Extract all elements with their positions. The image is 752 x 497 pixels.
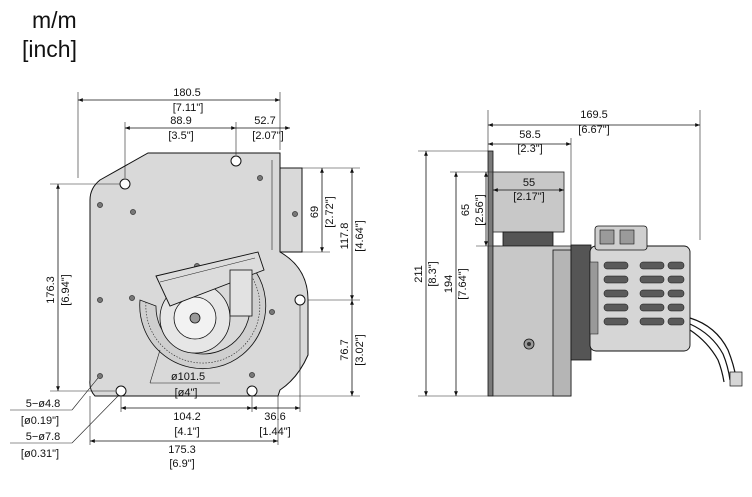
dim-outlet-total-mm: 117.8 bbox=[339, 223, 351, 250]
dim-bottom-holes-mm: 104.2 bbox=[173, 411, 201, 423]
dim-overall-depth-mm: 169.5 bbox=[580, 109, 608, 121]
dim-outlet-height-inch: [2.72"] bbox=[324, 196, 336, 227]
damper-plate bbox=[155, 251, 265, 307]
dim-outlet-height-mm: 69 bbox=[309, 206, 321, 218]
front-view: 180.5 [7.11"] 88.9 [3.5"] 52.7 [2.07"] 6… bbox=[10, 87, 366, 470]
dim-inlet-dia-inch: [ø4"] bbox=[175, 387, 198, 399]
dim-flange-depth-inch: [2.3"] bbox=[517, 143, 542, 155]
front-outlet-duct bbox=[279, 167, 303, 253]
side-outlet-duct bbox=[492, 171, 565, 233]
dim-bottom-holes-inch: [4.1"] bbox=[174, 426, 199, 438]
dim-outlet-depth-inch: [2.17"] bbox=[513, 191, 544, 203]
front-hole-large bbox=[119, 178, 131, 190]
dim-height-left-inch: [6.94"] bbox=[60, 274, 72, 305]
dim-hole-large-inch: [ø0.31"] bbox=[21, 448, 59, 460]
dim-outlet-depth-mm: 55 bbox=[523, 177, 535, 189]
dim-hole-offset-mm: 88.9 bbox=[170, 115, 191, 127]
front-rivets bbox=[97, 175, 298, 379]
dim-hole-small-inch: [ø0.19"] bbox=[21, 415, 59, 427]
dim-bottom-right-mm: 36.6 bbox=[264, 411, 285, 423]
dim-inlet-dia-mm: ø101.5 bbox=[171, 371, 205, 383]
dim-hole-large-mm: 5−ø7.8 bbox=[26, 431, 61, 443]
dim-overall-width-inch: [7.11"] bbox=[173, 102, 204, 114]
motor-wires bbox=[689, 317, 737, 383]
dim-bottom-right-inch: [1.44"] bbox=[259, 426, 290, 438]
dim-total-height-mm: 211 bbox=[413, 265, 425, 283]
dim-overall-width-mm: 180.5 bbox=[173, 87, 201, 99]
front-hole-large bbox=[230, 155, 242, 167]
dim-hole-height-inch: [3.02"] bbox=[354, 334, 366, 365]
side-motor-plate bbox=[570, 244, 592, 361]
front-hole-large bbox=[294, 294, 306, 306]
dim-side-outlet-height-mm: 65 bbox=[460, 204, 472, 216]
front-hole-large bbox=[115, 385, 127, 397]
dim-height-left-mm: 176.3 bbox=[45, 276, 57, 304]
dim-total-height-inch: [8.3"] bbox=[427, 261, 439, 286]
dim-outlet-width-inch: [2.07"] bbox=[252, 130, 283, 142]
unit-primary: m/m bbox=[32, 7, 77, 33]
dim-flange-depth-mm: 58.5 bbox=[519, 129, 540, 141]
side-view: 169.5 [6.67"] 58.5 [2.3"] 55 [2.17"] 211… bbox=[413, 109, 743, 397]
motor-vents bbox=[603, 261, 685, 326]
dim-body-height-mm: 194 bbox=[443, 275, 455, 293]
dim-hole-height-mm: 76.7 bbox=[339, 339, 351, 360]
dim-bottom-width-inch: [6.9"] bbox=[169, 458, 194, 470]
front-hole-large bbox=[246, 385, 258, 397]
dim-hole-small-mm: 5−ø4.8 bbox=[26, 398, 61, 410]
dim-side-outlet-height-inch: [2.56"] bbox=[474, 194, 486, 225]
unit-secondary: [inch] bbox=[22, 36, 77, 62]
dim-bottom-width-mm: 175.3 bbox=[168, 444, 196, 456]
dim-outlet-width-mm: 52.7 bbox=[254, 115, 275, 127]
dim-body-height-inch: [7.64"] bbox=[457, 268, 469, 299]
dim-outlet-total-inch: [4.64"] bbox=[354, 220, 366, 251]
side-flange bbox=[487, 150, 494, 397]
dim-hole-offset-inch: [3.5"] bbox=[168, 130, 193, 142]
dim-overall-depth-inch: [6.67"] bbox=[578, 124, 609, 136]
